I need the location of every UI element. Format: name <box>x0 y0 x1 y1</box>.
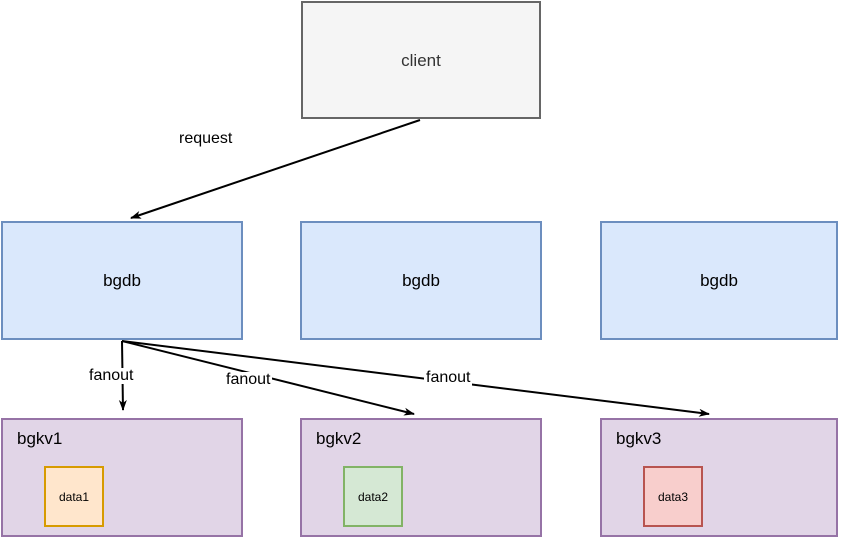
node-bgdb-1-label: bgdb <box>103 271 141 290</box>
node-bgkv3[interactable]: bgkv3 data3 <box>600 418 838 537</box>
data-box-data3[interactable]: data3 <box>643 466 703 527</box>
node-bgkv1[interactable]: bgkv1 data1 <box>1 418 243 537</box>
node-bgdb-1[interactable]: bgdb <box>1 221 243 340</box>
edge-fanout-bgkv3 <box>121 340 710 417</box>
node-client-label: client <box>401 50 441 70</box>
data-box-data1-label: data1 <box>58 489 90 504</box>
edge-request <box>130 119 421 219</box>
node-bgkv1-label: bgkv1 <box>17 429 63 448</box>
edge-label-fanout-3: fanout <box>424 369 473 386</box>
node-bgdb-3[interactable]: bgdb <box>600 221 838 340</box>
node-bgdb-3-label: bgdb <box>700 271 738 290</box>
node-bgkv2-label: bgkv2 <box>316 429 362 448</box>
edge-label-fanout-1: fanout <box>87 367 136 384</box>
data-box-data1[interactable]: data1 <box>44 466 104 527</box>
node-bgkv2[interactable]: bgkv2 data2 <box>300 418 542 537</box>
node-bgdb-2-label: bgdb <box>402 271 440 290</box>
node-client[interactable]: client <box>301 1 541 119</box>
node-bgkv3-label: bgkv3 <box>616 429 662 448</box>
edge-label-request: request <box>177 130 235 147</box>
data-box-data3-label: data3 <box>657 489 689 504</box>
data-box-data2[interactable]: data2 <box>343 466 403 527</box>
edge-label-fanout-2: fanout <box>224 371 273 388</box>
data-box-data2-label: data2 <box>357 489 389 504</box>
node-bgdb-2[interactable]: bgdb <box>300 221 542 340</box>
